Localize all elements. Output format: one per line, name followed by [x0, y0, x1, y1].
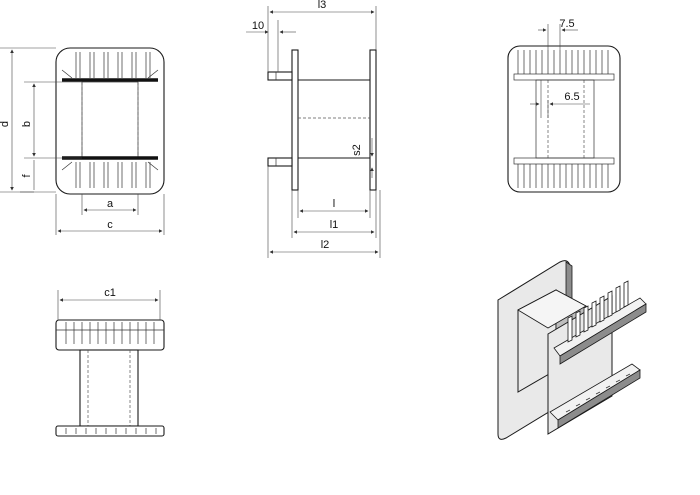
dim-l3: l3: [318, 0, 327, 11]
front-view: d b f a c: [0, 47, 165, 235]
side-view: l3 10 s2 l l1 l2: [246, 0, 381, 258]
dim-c: c: [107, 219, 113, 231]
dim-l: l: [333, 198, 335, 210]
dim-6-5: 6.5: [564, 91, 579, 103]
dim-s2: s2: [351, 144, 363, 156]
dim-7-5: 7.5: [559, 18, 574, 30]
isometric-view: [497, 260, 647, 440]
dim-10: 10: [252, 20, 264, 32]
dim-l1: l1: [330, 219, 339, 231]
dim-l2: l2: [321, 239, 330, 251]
dim-c1: c1: [104, 287, 116, 299]
dim-d: d: [0, 121, 11, 127]
bottom-view: c1: [55, 287, 165, 437]
pin-view: 7.5 6.5: [507, 18, 621, 193]
dim-a: a: [107, 198, 114, 210]
dim-b: b: [21, 121, 33, 127]
dim-f: f: [21, 174, 33, 178]
